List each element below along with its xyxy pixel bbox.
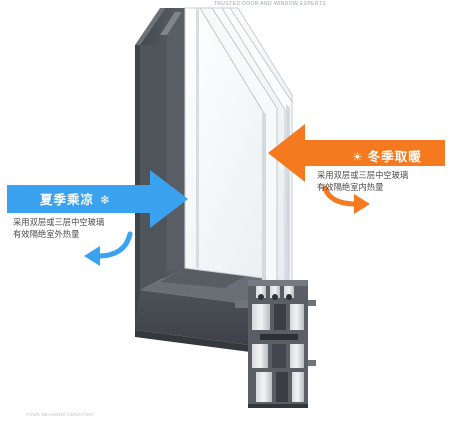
winter-title: ☀冬季取暖 <box>352 146 422 165</box>
glass-panes <box>184 7 293 283</box>
thermometer-icon <box>48 342 75 395</box>
snowflake-icon: ❄ <box>100 193 112 207</box>
season-icon-box <box>30 341 90 419</box>
season-label: 四季恒温 <box>37 399 83 411</box>
season-sublabel: FOUR SEASONS CONSTANT <box>26 412 94 417</box>
summer-desc-line1: 采用双层或三层中空玻璃 <box>13 217 105 227</box>
winter-arrow <box>268 124 445 214</box>
summer-description: 采用双层或三层中空玻璃 有效隔绝室外热量 <box>13 216 104 240</box>
summer-title-text: 夏季乘凉 <box>40 192 95 207</box>
profile-cross-section <box>235 280 316 408</box>
summer-title: 夏季乘凉 ❄ <box>40 189 111 208</box>
winter-title-text: 冬季取暖 <box>367 149 422 164</box>
winter-desc-line2: 有效隔绝室内热量 <box>317 182 384 192</box>
summer-desc-line2: 有效隔绝室外热量 <box>13 229 80 239</box>
winter-description: 采用双层或三层中空玻璃 有效隔绝室内热量 <box>317 169 408 193</box>
brand-caption: TRUSTED DOOR AND WINDOW EXPERTS <box>213 1 327 7</box>
winter-desc-line1: 采用双层或三层中空玻璃 <box>317 170 409 180</box>
sun-icon: ☀ <box>352 150 364 164</box>
summer-arrow <box>7 170 188 266</box>
